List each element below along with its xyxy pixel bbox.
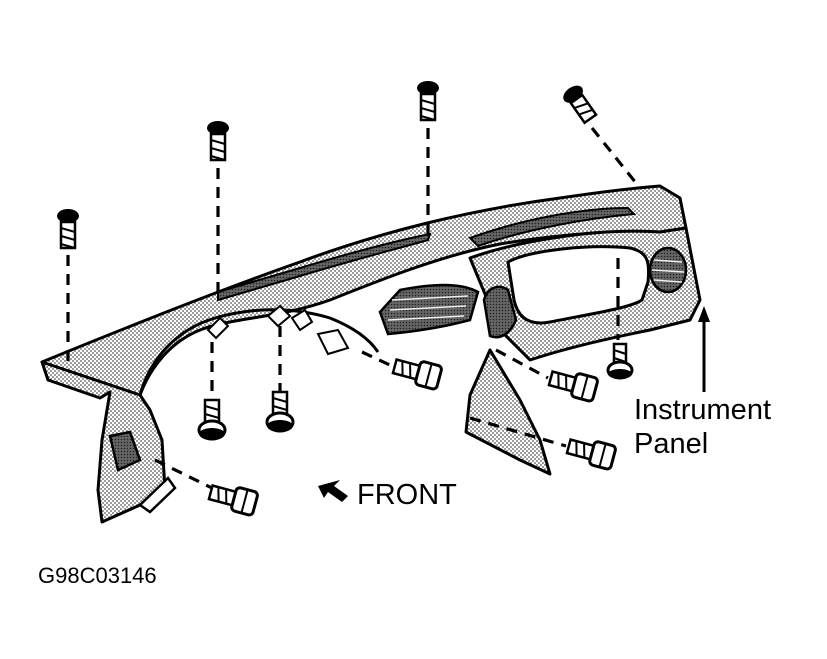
top-bolt — [57, 209, 79, 250]
leader-arrow — [698, 306, 710, 392]
left-bracket — [108, 430, 177, 514]
front-label: FRONT — [357, 479, 457, 511]
instrument-panel-body — [40, 184, 702, 524]
front-bolt — [391, 358, 443, 391]
instrument-panel-label-line1: Instrument — [634, 394, 771, 426]
front-bolt — [207, 484, 259, 517]
underside-brackets — [206, 304, 350, 356]
bolt-guide-lines — [66, 127, 642, 490]
front-bolt — [547, 370, 599, 403]
front-bolt — [565, 438, 617, 471]
defroster-grille — [468, 206, 637, 248]
center-vent — [378, 283, 480, 336]
lower-console — [464, 348, 552, 476]
side-vent — [482, 285, 518, 339]
top-slot — [217, 232, 432, 302]
underside-bolt — [265, 390, 295, 433]
figure-id: G98C03146 — [38, 563, 157, 588]
top-bolt — [563, 85, 598, 125]
right-vent — [648, 246, 688, 294]
underside-bolt — [606, 342, 634, 380]
steering-opening — [138, 308, 380, 396]
front-arrow-icon — [318, 480, 348, 502]
panel-left-end — [40, 360, 167, 524]
underside-bolt — [197, 398, 227, 441]
top-bolt — [207, 121, 229, 162]
glove-box-opening — [506, 245, 651, 325]
top-bolt — [417, 81, 439, 122]
instrument-panel-label-line2: Panel — [634, 428, 709, 460]
